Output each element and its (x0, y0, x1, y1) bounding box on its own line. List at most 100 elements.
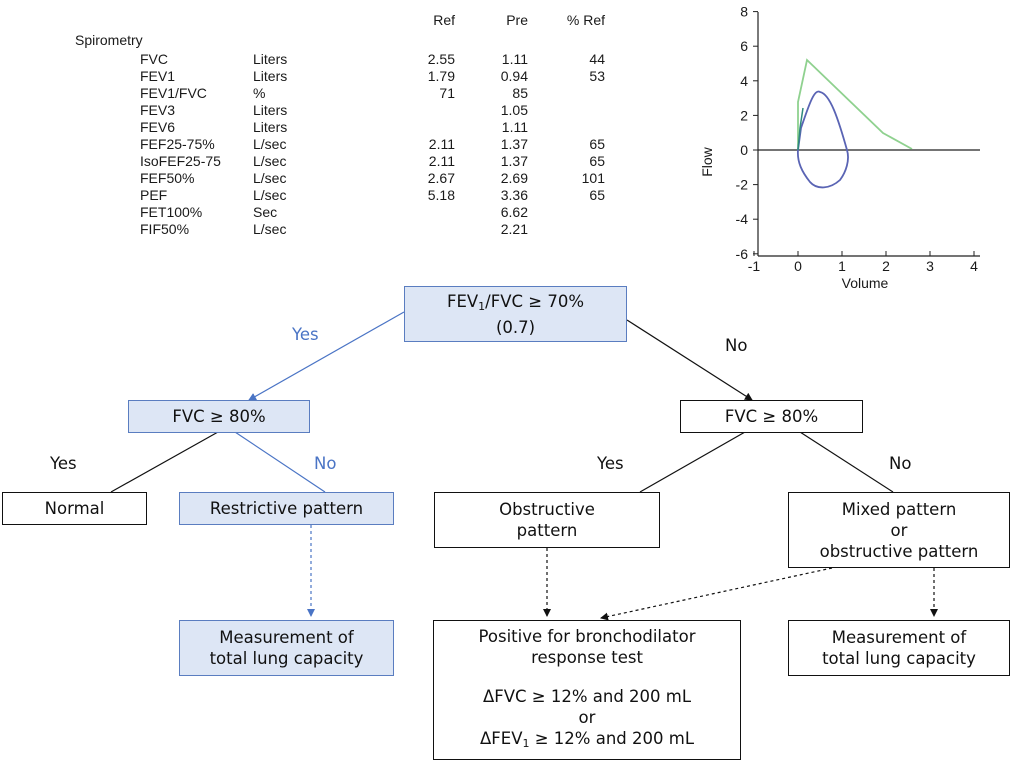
y-tick-label: 2 (740, 107, 748, 123)
table-cell-ref: 2.55 (427, 51, 455, 67)
table-cell-unit: Sec (253, 204, 278, 220)
table-cell-pct: 53 (589, 68, 605, 84)
edge-label-no-right: No (889, 454, 912, 473)
action-measure-tlc-right: Measurement of total lung capacity (788, 620, 1010, 676)
edge-right-to-mixed (799, 431, 894, 493)
table-row: FEF50% L/sec 2.67 2.69 101 (0, 170, 640, 187)
table-cell-name: FIF50% (140, 221, 190, 237)
result-normal: Normal (2, 492, 147, 525)
table-cell-unit: L/sec (253, 153, 287, 169)
table-cell-ref: 2.11 (428, 136, 455, 152)
edge-label-no-root: No (725, 336, 748, 355)
edge-left-to-normal (110, 431, 219, 493)
y-tick-label: -4 (736, 211, 749, 227)
result-obstructive-pattern: Obstructive pattern (434, 492, 660, 548)
table-cell-pre: 3.36 (500, 187, 528, 203)
y-tick-label: -6 (736, 246, 749, 262)
table-cell-ref: 71 (439, 85, 455, 101)
spirometry-title: Spirometry (75, 32, 143, 48)
table-cell-unit: L/sec (253, 221, 287, 237)
table-cell-pre: 0.94 (500, 68, 528, 84)
edge-label-yes-right: Yes (597, 454, 624, 473)
edge-left-to-restrictive (234, 431, 326, 493)
table-cell-ref: 5.18 (427, 187, 455, 203)
x-tick-label: 0 (794, 258, 802, 274)
edge-label-no-left: No (314, 454, 337, 473)
table-cell-unit: L/sec (253, 170, 287, 186)
table-cell-pre: 2.69 (500, 170, 528, 186)
table-row: FVC Liters 2.55 1.11 44 (0, 51, 640, 68)
table-cell-name: FEV6 (140, 119, 176, 135)
column-header-pct-ref: % Ref (566, 12, 605, 28)
table-cell-unit: Liters (253, 51, 288, 67)
x-tick-label: 4 (970, 258, 978, 274)
decision-fvc-left: FVC ≥ 80% (128, 400, 310, 433)
table-cell-pre: 1.11 (501, 51, 528, 67)
x-axis-label: Volume (842, 275, 889, 291)
spirometry-table: Ref Pre % Ref Spirometry FVC Liters 2.55 1.… (0, 0, 640, 240)
table-cell-name: FVC (140, 51, 168, 67)
y-tick-label: 0 (740, 142, 748, 158)
table-cell-pre: 6.62 (500, 204, 528, 220)
table-cell-name: FEF25-75% (140, 136, 215, 152)
y-tick-label: 4 (740, 73, 748, 89)
table-cell-pre: 1.37 (500, 153, 528, 169)
reference-curve (797, 58, 913, 150)
y-tick-label: 6 (740, 38, 748, 54)
table-cell-name: PEF (140, 187, 168, 203)
x-tick-label: -1 (748, 258, 761, 274)
table-cell-pre: 1.37 (500, 136, 528, 152)
table-cell-name: FEV3 (140, 102, 176, 118)
table-cell-name: FET100% (140, 204, 203, 220)
table-row: FEV3 Liters 1.05 (0, 102, 640, 119)
column-header-ref: Ref (433, 12, 455, 28)
table-cell-pct: 101 (581, 170, 605, 186)
table-cell-pre: 2.21 (500, 221, 528, 237)
table-row: FET100% Sec 6.62 (0, 204, 640, 221)
action-bronchodilator-test: Positive for bronchodilator response tes… (433, 620, 741, 760)
table-cell-pct: 44 (589, 51, 605, 67)
table-cell-name: IsoFEF25-75 (140, 153, 221, 169)
table-row: FEF25-75% L/sec 2.11 1.37 65 (0, 136, 640, 153)
table-cell-unit: Liters (253, 102, 288, 118)
table-row: FEV1/FVC% 71 85 (0, 85, 640, 102)
table-cell-unit: L/sec (253, 136, 287, 152)
edge-label-yes-left: Yes (50, 454, 77, 473)
edge-root-to-left (248, 311, 405, 401)
table-cell-unit: Liters (253, 119, 288, 135)
edge-label-yes-root: Yes (292, 325, 319, 344)
table-row: FIF50% L/sec 2.21 (0, 221, 640, 238)
table-cell-unit: Liters (253, 68, 288, 84)
y-tick-label: 8 (740, 4, 748, 20)
x-tick-label: 2 (882, 258, 890, 274)
table-cell-pct: 65 (589, 187, 605, 203)
table-cell-pre: 85 (512, 85, 528, 101)
column-header-pre: Pre (506, 12, 528, 28)
decision-fvc-right: FVC ≥ 80% (680, 400, 863, 433)
table-cell-pre: 1.05 (500, 102, 528, 118)
table-cell-pct: 65 (589, 153, 605, 169)
measured-loop-rise (797, 107, 804, 151)
x-tick-label: 3 (926, 258, 934, 274)
table-cell-name: FEF50% (140, 170, 195, 186)
edge-right-to-obstructive (639, 431, 746, 493)
table-cell-pct: 65 (589, 136, 605, 152)
table-cell-ref: 2.67 (427, 170, 455, 186)
result-restrictive-pattern: Restrictive pattern (179, 492, 394, 525)
measured-loop (797, 90, 849, 189)
y-tick-label: -2 (736, 177, 749, 193)
table-cell-unit: % (253, 85, 266, 101)
table-cell-name: FEV1 (140, 68, 176, 84)
decision-fev1-fvc-line1: FEV1/FVC ≥ 70% (446, 291, 585, 313)
x-tick-label: 1 (838, 258, 846, 274)
decision-fev1-fvc-line2: (0.7) (495, 317, 536, 337)
edge-root-to-right (626, 319, 753, 401)
result-mixed-pattern: Mixed pattern or obstructive pattern (788, 492, 1010, 568)
table-cell-name: FEV1/FVC (140, 85, 207, 101)
edge-mixed-to-bronchodilator (600, 567, 833, 621)
